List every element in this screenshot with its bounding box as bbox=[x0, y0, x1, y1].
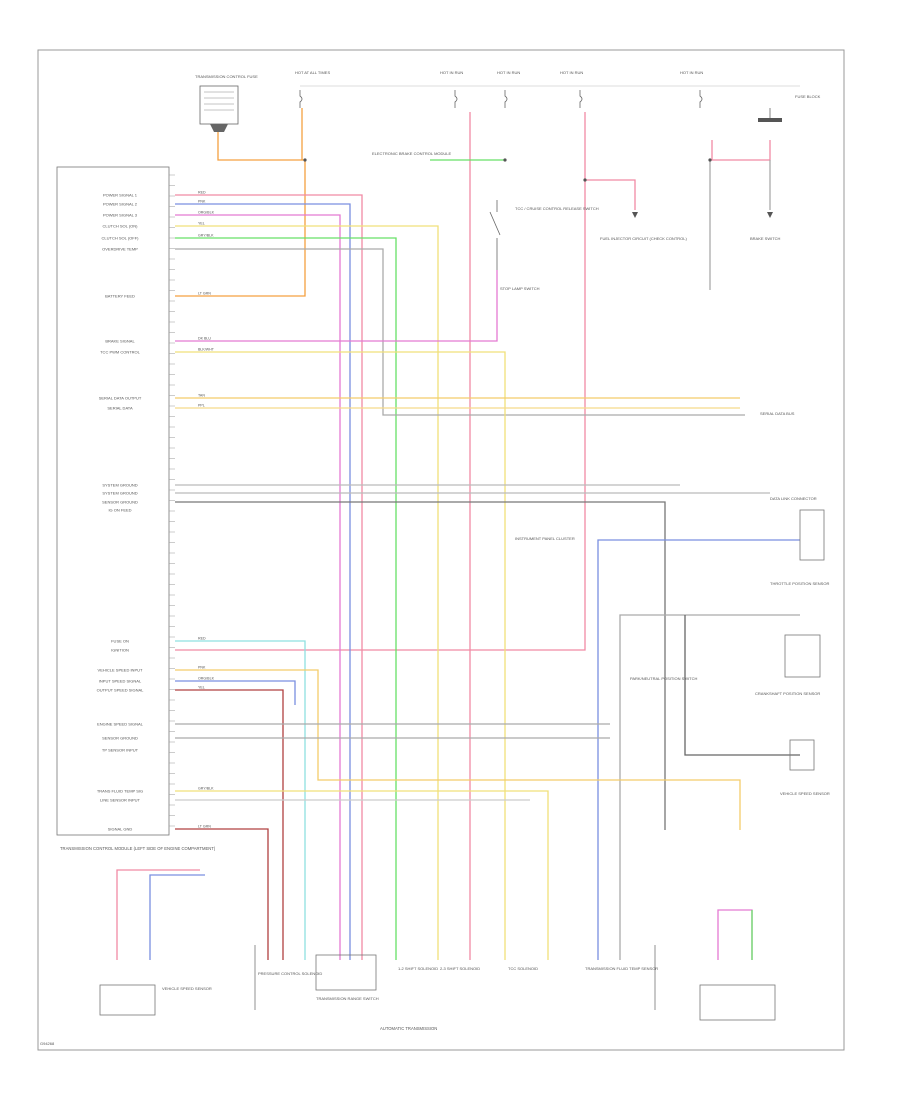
wire-code: DK BLU bbox=[198, 337, 211, 341]
wire-code: TAN bbox=[198, 394, 205, 398]
top-label: TRANSMISSION CONTROL FUSE bbox=[195, 74, 258, 79]
wire-code: ORG/BLK bbox=[198, 677, 215, 681]
wire-code: LT GRN bbox=[198, 292, 211, 296]
wire-code-labels: RED PNK ORG/BLK YEL GRY/BLK LT GRN DK BLU BLK/W… bbox=[198, 191, 215, 829]
battery-connector bbox=[199, 85, 239, 132]
wire-code: RED bbox=[198, 637, 206, 641]
bottom-components bbox=[99, 945, 776, 1021]
wire-code: ORG/BLK bbox=[198, 211, 215, 215]
tcm-pin-label: ENGINE SPEED SIGNAL bbox=[97, 722, 144, 727]
wire-code: LT GRN bbox=[198, 825, 211, 829]
brake-switch-symbol bbox=[489, 200, 501, 270]
side-label-group: ELECTRONIC BRAKE CONTROL MODULE TCC / CR… bbox=[372, 151, 830, 796]
tcm-pin-label: OVERDRIVE TEMP bbox=[102, 247, 138, 252]
top-label: HOT AT ALL TIMES bbox=[295, 70, 330, 75]
bottom-label-group: PRESSURE CONTROL SOLENOID TRANSMISSION R… bbox=[162, 966, 658, 1031]
tcm-pin-label: OUTPUT SPEED SIGNAL bbox=[97, 688, 145, 693]
tcm-pin-label: POWER SIGNAL 3 bbox=[103, 213, 138, 218]
side-label: STOP LAMP SWITCH bbox=[500, 286, 540, 291]
fuse-symbols bbox=[299, 90, 703, 108]
side-label: VEHICLE SPEED SENSOR bbox=[780, 791, 830, 796]
footer-code: G94268 bbox=[40, 1041, 55, 1046]
tcm-pin-ticks bbox=[169, 174, 175, 827]
side-label: CRANKSHAFT POSITION SENSOR bbox=[755, 691, 820, 696]
top-label: HOT IN RUN bbox=[440, 70, 463, 75]
side-label: FUEL INJECTOR CIRCUIT (CHECK CONTROL) bbox=[600, 236, 687, 241]
wire-code: YEL bbox=[198, 686, 205, 690]
wire-code: BLK/WHT bbox=[198, 348, 215, 352]
side-label: ELECTRONIC BRAKE CONTROL MODULE bbox=[372, 151, 452, 156]
side-label: SERIAL DATA BUS bbox=[760, 411, 795, 416]
bottom-label: PRESSURE CONTROL SOLENOID bbox=[258, 971, 322, 976]
bottom-label: AUTOMATIC TRANSMISSION bbox=[380, 1026, 437, 1031]
bottom-label: TRANSMISSION RANGE SWITCH bbox=[316, 996, 379, 1001]
tcm-pin-label: BATTERY FEED bbox=[105, 294, 135, 299]
side-label: INSTRUMENT PANEL CLUSTER bbox=[515, 536, 575, 541]
bottom-label: 1-2 SHIFT SOLENOID bbox=[398, 966, 438, 971]
terminal-arrows bbox=[632, 212, 773, 218]
tcm-pin-label: SERIAL DATA OUTPUT bbox=[99, 396, 142, 401]
tcm-module-box bbox=[56, 166, 170, 836]
top-label: HOT IN RUN bbox=[497, 70, 520, 75]
tcm-pin-label: IGNITION bbox=[111, 648, 129, 653]
wire-code: RED bbox=[198, 191, 206, 195]
ground-symbol bbox=[758, 108, 782, 122]
top-label: FUSE BLOCK bbox=[795, 94, 821, 99]
tcm-pin-label: SERIAL DATA bbox=[107, 406, 133, 411]
tcm-pin-label: SYSTEM GROUND bbox=[102, 491, 137, 496]
tcm-pin-label: TP SENSOR INPUT bbox=[102, 748, 139, 753]
bottom-label: VEHICLE SPEED SENSOR bbox=[162, 986, 212, 991]
tcm-pin-label: CLUTCH SOL (OFF) bbox=[102, 236, 140, 241]
tcm-pin-label: POWER SIGNAL 2 bbox=[103, 202, 138, 207]
tcm-pin-label: TRANS FLUID TEMP SIG bbox=[97, 789, 143, 794]
wire-code: PPL bbox=[198, 404, 205, 408]
top-label: HOT IN RUN bbox=[680, 70, 703, 75]
tcm-pin-label: IG ON FEED bbox=[108, 508, 131, 513]
tcm-title: TRANSMISSION CONTROL MODULE (LEFT SIDE O… bbox=[60, 846, 216, 851]
top-label-group: TRANSMISSION CONTROL FUSE HOT AT ALL TIM… bbox=[195, 70, 821, 99]
tcm-pin-label: BRAKE SIGNAL bbox=[105, 339, 135, 344]
side-label: PARK/NEUTRAL POSITION SWITCH bbox=[630, 676, 697, 681]
tcm-pin-label: LINE SENSOR INPUT bbox=[100, 798, 141, 803]
tcm-pin-label: FUSE ON bbox=[111, 639, 129, 644]
bottom-label: 2-3 SHIFT SOLENOID bbox=[440, 966, 480, 971]
wire-code: GRY/BLK bbox=[198, 234, 214, 238]
top-label: HOT IN RUN bbox=[560, 70, 583, 75]
wire-code: GRY/BLK bbox=[198, 787, 214, 791]
side-label: TCC / CRUISE CONTROL RELEASE SWITCH bbox=[515, 206, 599, 211]
side-label: DATA LINK CONNECTOR bbox=[770, 496, 817, 501]
bottom-label: TCC SOLENOID bbox=[508, 966, 538, 971]
tcm-pin-label: SENSOR GROUND bbox=[102, 736, 138, 741]
wire-group bbox=[116, 108, 800, 960]
wire-code: YEL bbox=[198, 222, 205, 226]
tcm-pin-label: TCC PWM CONTROL bbox=[100, 350, 141, 355]
side-label: BRAKE SWITCH bbox=[750, 236, 781, 241]
right-connectors bbox=[784, 509, 825, 771]
tcm-pin-label: POWER SIGNAL 1 bbox=[103, 193, 138, 198]
bottom-label: TRANSMISSION FLUID TEMP SENSOR bbox=[585, 966, 658, 971]
wire-code: PNK bbox=[198, 666, 206, 670]
side-label: THROTTLE POSITION SENSOR bbox=[770, 581, 829, 586]
tcm-pin-label: VEHICLE SPEED INPUT bbox=[98, 668, 143, 673]
tcm-pin-label: SENSOR GROUND bbox=[102, 500, 138, 505]
tcm-pin-label: INPUT SPEED SIGNAL bbox=[99, 679, 142, 684]
tcm-pin-label: CLUTCH SOL (ON) bbox=[103, 224, 139, 229]
wire-code: PNK bbox=[198, 200, 206, 204]
diagram-frame bbox=[37, 49, 845, 1051]
splice-dots bbox=[303, 158, 712, 182]
tcm-pin-label: SIGNAL GND bbox=[108, 827, 133, 832]
tcm-label-group: POWER SIGNAL 1 POWER SIGNAL 2 POWER SIGNAL… bbox=[97, 193, 145, 832]
tcm-pin-label: SYSTEM GROUND bbox=[102, 483, 137, 488]
